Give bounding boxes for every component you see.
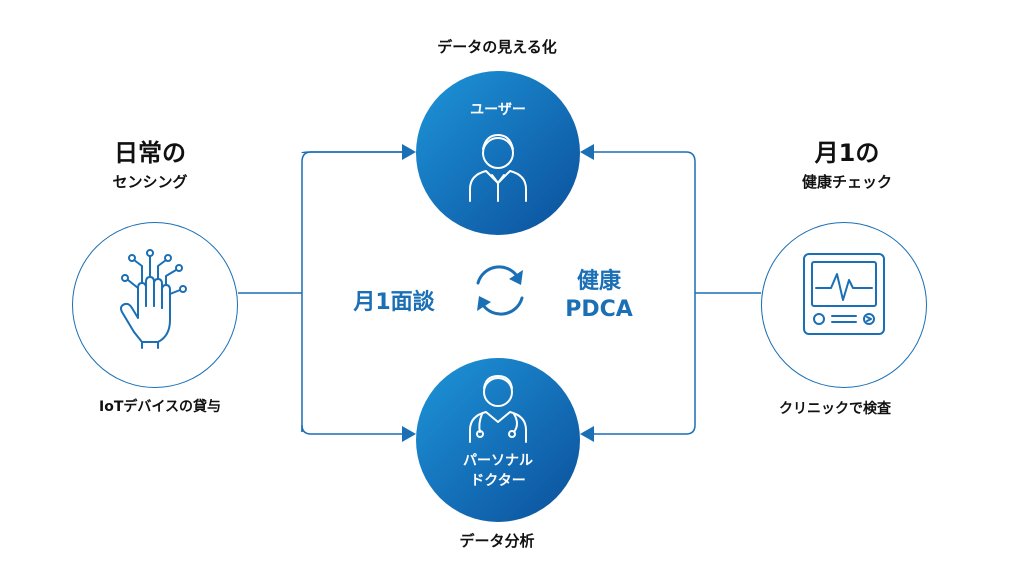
- cycle-arrows-icon: [476, 265, 524, 316]
- arrow-head-right-bottom: [580, 426, 594, 442]
- user-icon: [469, 134, 527, 202]
- arrow-head-right-top: [580, 144, 594, 160]
- monitor-heartbeat-icon: [802, 252, 885, 335]
- arrow-head-left-bottom: [402, 426, 416, 442]
- center-left-text: 月1面談: [353, 290, 435, 315]
- arrow-head-left-top: [402, 144, 416, 160]
- center-right-line2: PDCA: [565, 296, 633, 322]
- top-title: データの見える化: [437, 38, 557, 56]
- left-bottom-arrow-line: [301, 424, 404, 435]
- left-caption: IoTデバイスの貸与: [99, 399, 221, 415]
- hand-circuit-icon: [119, 248, 187, 349]
- bottom-title: データ分析: [459, 532, 535, 550]
- doctor-node-label-line1: パーソナル: [463, 453, 533, 469]
- right-heading: 月1の: [814, 139, 880, 167]
- sensing-node: [72, 222, 238, 388]
- clinic-node: [761, 222, 927, 388]
- doctor-node: パーソナル ドクター: [416, 358, 580, 522]
- doctor-icon: [469, 375, 527, 443]
- right-subheading: 健康チェック: [801, 173, 893, 191]
- right-top-arrow-line: [592, 151, 696, 163]
- right-bottom-arrow-line: [592, 424, 696, 435]
- user-node: ユーザー: [416, 71, 580, 235]
- center-right-line1: 健康: [576, 269, 621, 294]
- doctor-node-label-line2: ドクター: [470, 473, 526, 489]
- user-node-label: ユーザー: [470, 102, 526, 118]
- left-heading: 日常の: [114, 139, 186, 167]
- left-subheading: センシング: [112, 173, 188, 191]
- center-right-text: 健康 PDCA: [565, 268, 633, 323]
- right-caption: クリニックで検査: [779, 401, 891, 417]
